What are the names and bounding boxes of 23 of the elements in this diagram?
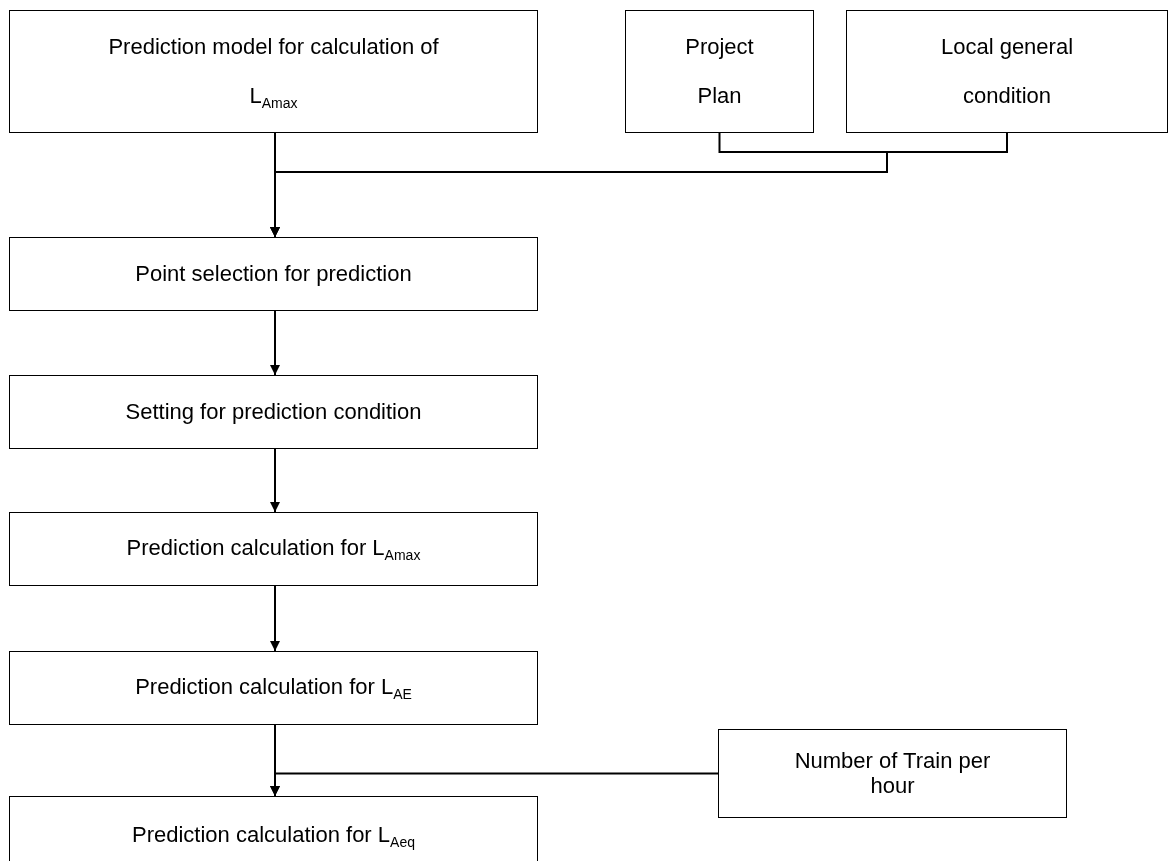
- box-label: Prediction model for calculation of L$_{Amax}$: [107, 33, 440, 113]
- box-label: Prediction calculation for L$_{AE}$: [135, 672, 412, 704]
- box-label: Number of Train per hour: [793, 749, 992, 798]
- process-box: [9, 10, 538, 133]
- process-box: [9, 512, 538, 586]
- box-label: Project Plan: [684, 33, 755, 110]
- arrow: [270, 310, 280, 376]
- box-label: Prediction calculation for L$_{Amax}$: [126, 533, 421, 565]
- process-box: [625, 10, 814, 133]
- arrow: [270, 772, 719, 797]
- process-box: [846, 10, 1168, 133]
- process-box: [9, 796, 538, 861]
- arrow: [270, 132, 1008, 238]
- arrow: [270, 585, 280, 652]
- process-box: [9, 375, 538, 449]
- box-label: Setting for prediction condition: [125, 397, 422, 426]
- arrow: [270, 448, 280, 513]
- process-box: [9, 237, 538, 311]
- process-box: [9, 651, 538, 725]
- box-label: Prediction calculation for L$_{Aeq}$: [132, 820, 415, 852]
- process-box: [718, 729, 1067, 818]
- box-label: Point selection for prediction: [135, 259, 412, 288]
- box-label: Local general condition: [939, 33, 1075, 110]
